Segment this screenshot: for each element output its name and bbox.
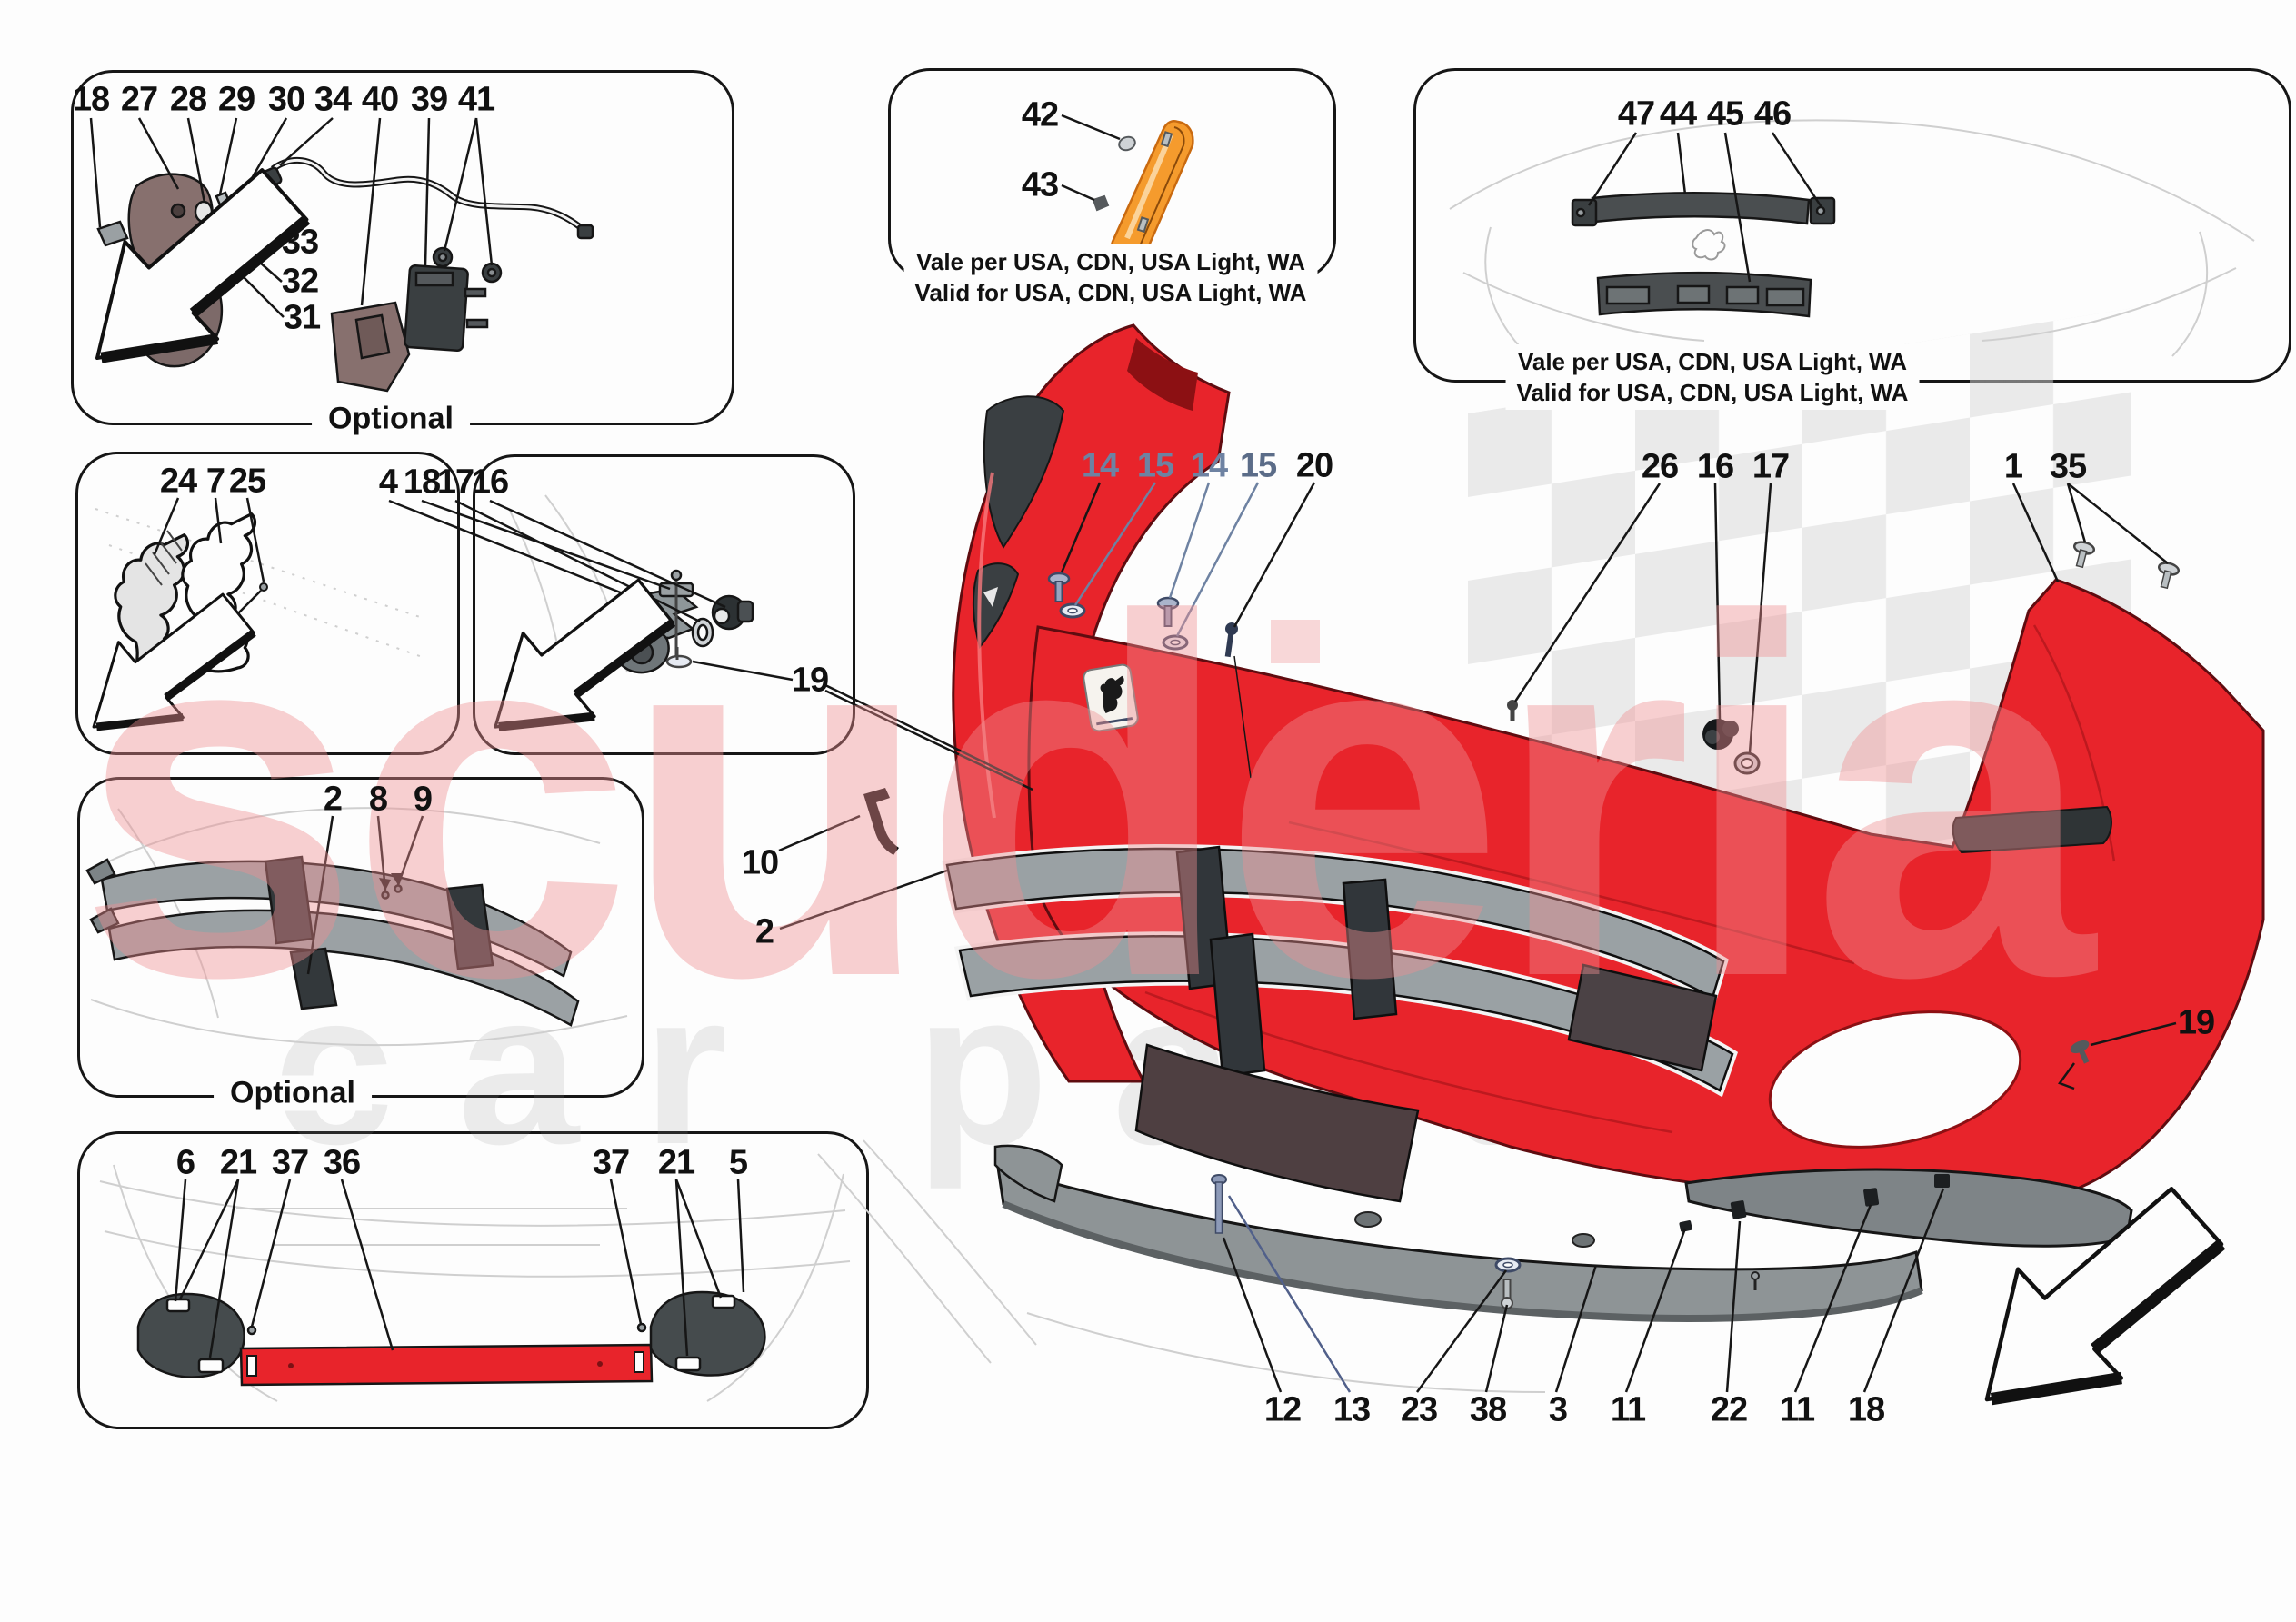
callout-lower-21b: 21 [657,1143,695,1182]
callout-kit-40: 40 [361,80,399,119]
reinforcement-validity-note: Vale per USA, CDN, USA Light, WA Valid f… [1505,344,1920,410]
panel-lower-covers-box [77,1131,869,1429]
callout-sens-18: 18 [403,463,441,502]
reinforcement-note-line2: Valid for USA, CDN, USA Light, WA [1516,379,1909,406]
callout-main-19: 19 [2177,1003,2215,1042]
callout-reinf-45: 45 [1706,95,1744,134]
callout-main-17: 17 [1752,447,1790,486]
callout-kit-33: 33 [281,223,319,262]
reinforcement-note-line1: Vale per USA, CDN, USA Light, WA [1517,348,1908,375]
callout-lower-6: 6 [175,1143,195,1182]
callout-kit-29: 29 [217,80,255,119]
callout-bot-22: 22 [1710,1390,1748,1429]
callout-lower-36: 36 [323,1143,361,1182]
callout-main-10: 10 [741,843,779,882]
callout-reinf-46: 46 [1753,95,1792,134]
callout-kit-27: 27 [120,80,158,119]
callout-horse-24: 24 [159,462,197,501]
callout-main-15b: 15 [1239,446,1277,485]
front-bumper-drawing [863,323,2265,1322]
callout-reinf-47: 47 [1617,95,1655,134]
callout-sens-16: 16 [471,463,509,502]
callout-sens-4: 4 [378,463,398,502]
callout-main-2: 2 [754,912,774,951]
callout-grille-2: 2 [323,780,343,819]
side-marker-validity-note: Vale per USA, CDN, USA Light, WA Valid f… [903,244,1318,310]
callout-marker-43: 43 [1021,165,1059,204]
callout-lower-21a: 21 [219,1143,257,1182]
callout-main-20: 20 [1295,446,1333,485]
callout-lower-37b: 37 [592,1143,630,1182]
callout-lower-5: 5 [728,1143,748,1182]
callout-bot-11b: 11 [1779,1390,1815,1429]
callout-main-16: 16 [1696,447,1734,486]
side-marker-note-line1: Vale per USA, CDN, USA Light, WA [915,248,1306,275]
panel-horse-emblem-box [75,452,460,755]
callout-main-35: 35 [2049,447,2087,486]
callout-horse-25: 25 [228,462,266,501]
reinforcement-parts [1571,192,1836,318]
optional-label-grille: Optional [214,1075,372,1111]
callout-sens-19: 19 [791,661,829,700]
side-marker-note-line2: Valid for USA, CDN, USA Light, WA [914,279,1307,306]
callout-sens-17: 17 [436,463,474,502]
panel-parking-sensor-box [473,454,855,755]
callout-bot-13: 13 [1333,1390,1371,1429]
callout-kit-18: 18 [72,80,110,119]
callout-bot-23: 23 [1400,1390,1438,1429]
callout-marker-42: 42 [1021,95,1059,134]
callout-bot-18: 18 [1847,1390,1885,1429]
callout-main-15a: 15 [1136,446,1174,485]
callout-reinf-44: 44 [1659,95,1697,134]
callout-kit-39: 39 [410,80,448,119]
callout-bot-38: 38 [1469,1390,1507,1429]
callout-main-14b: 14 [1190,446,1228,485]
callout-bot-12: 12 [1263,1390,1302,1429]
callout-main-26: 26 [1641,447,1679,486]
callout-grille-8: 8 [368,780,388,819]
callout-kit-30: 30 [267,80,305,119]
callout-main-14a: 14 [1081,446,1119,485]
optional-grille-parts [85,855,580,1027]
callout-bot-11a: 11 [1610,1390,1646,1429]
callout-kit-32: 32 [281,262,319,301]
optional-label-sensor-kit: Optional [312,401,470,437]
callout-horse-7: 7 [205,462,225,501]
callout-kit-41: 41 [457,80,495,119]
callout-bot-3: 3 [1548,1390,1568,1429]
lower-cover-parts [136,1290,766,1387]
callout-kit-28: 28 [169,80,207,119]
callout-main-1: 1 [2003,447,2023,486]
callout-kit-31: 31 [283,298,321,337]
fastener-glyphs [1047,541,2181,1309]
callout-lower-37a: 37 [271,1143,309,1182]
callout-kit-34: 34 [314,80,352,119]
callout-grille-9: 9 [413,780,433,819]
